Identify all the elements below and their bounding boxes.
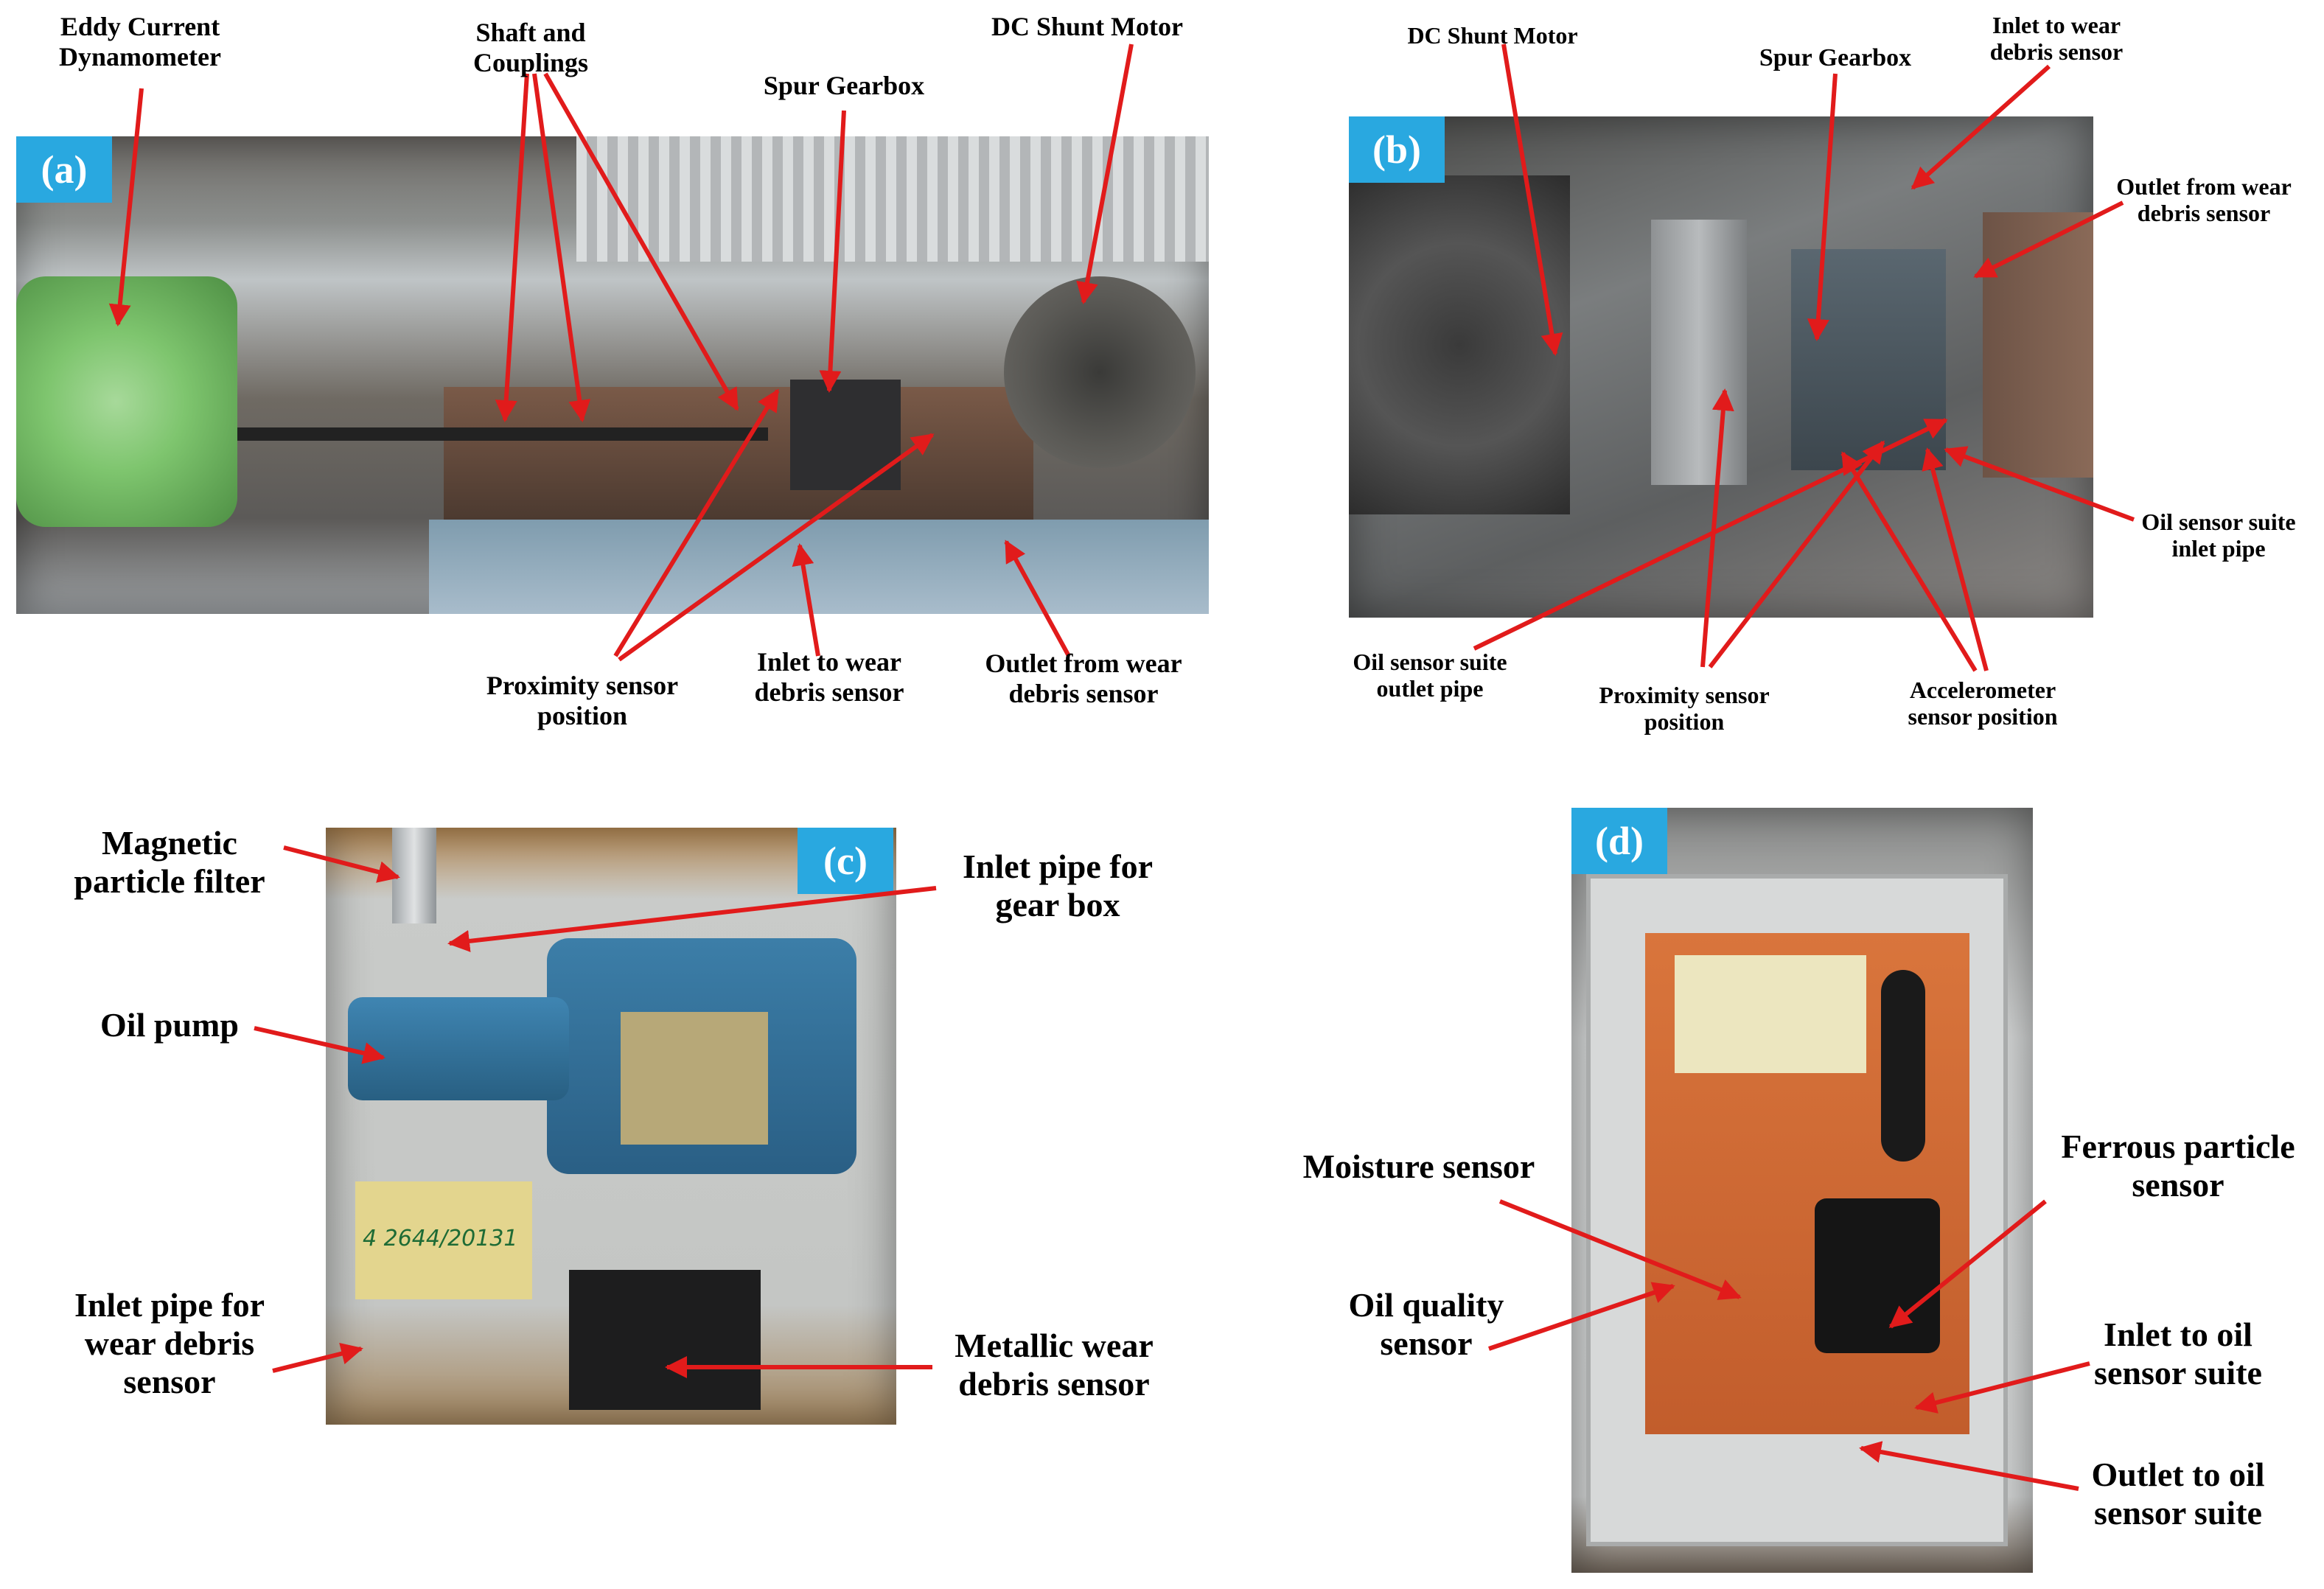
- panel-tag-c: (c): [798, 828, 893, 894]
- label-d-outlet-suite: Outlet to oil sensor suite: [2091, 1456, 2265, 1532]
- arrow-b-prox-2: [1708, 440, 1885, 668]
- arrow-a-outlet: [1004, 539, 1071, 657]
- arrow-b-inlet: [1911, 64, 2051, 190]
- label-b-inlet: Inlet to wear debris sensor: [1989, 12, 2124, 66]
- arrow-c-inlet-gearbox: [447, 886, 937, 952]
- arrow-d-moisture: [1498, 1199, 1742, 1300]
- arrow-d-outlet-suite: [1859, 1441, 2079, 1491]
- arrow-c-filter: [283, 845, 400, 883]
- label-a-dynamometer: Eddy Current Dynamometer: [59, 12, 221, 71]
- label-b-dc-shunt-motor: DC Shunt Motor: [1407, 22, 1578, 49]
- motor-fan: [1004, 276, 1196, 468]
- label-d-inlet-suite: Inlet to oil sensor suite: [2094, 1316, 2262, 1391]
- rust-block: [1983, 212, 2093, 478]
- label-c-metallic-wear: Metallic wear debris sensor: [955, 1327, 1154, 1403]
- label-c-magnetic-filter: Magnetic particle filter: [74, 824, 265, 900]
- label-b-proximity: Proximity sensor position: [1599, 682, 1770, 736]
- label-b-suite-inlet: Oil sensor suite inlet pipe: [2141, 509, 2296, 562]
- label-a-inlet: Inlet to wear debris sensor: [754, 647, 904, 707]
- label-a-proximity: Proximity sensor position: [486, 671, 679, 730]
- black-cylinder: [1881, 970, 1925, 1162]
- label-c-inlet-wear: Inlet pipe for wear debris sensor: [74, 1286, 265, 1400]
- shaft: [237, 427, 768, 441]
- arrow-b-accel-2: [1922, 447, 1989, 671]
- label-a-dc-shunt-motor: DC Shunt Motor: [991, 12, 1183, 41]
- arrow-a-prox-2: [618, 433, 935, 662]
- label-a-shaft-couplings: Shaft and Couplings: [472, 18, 589, 77]
- arrow-b-accel-1: [1840, 451, 1978, 672]
- junction-box: [1675, 955, 1866, 1073]
- arrow-a-prox-1: [613, 388, 780, 657]
- arrow-b-motor: [1501, 43, 1563, 356]
- arrow-b-outlet: [1973, 200, 2124, 279]
- bearing-block: [1651, 220, 1747, 485]
- label-d-moisture: Moisture sensor: [1302, 1148, 1535, 1185]
- panel-tag-b: (b): [1349, 116, 1445, 183]
- arrow-a-dynamometer: [108, 88, 144, 326]
- ferrous-sensor-body: [1815, 1198, 1940, 1353]
- label-b-spur-gearbox: Spur Gearbox: [1759, 44, 1912, 71]
- arrow-b-suite-inlet: [1944, 446, 2135, 522]
- label-a-spur-gearbox: Spur Gearbox: [763, 71, 925, 100]
- arrow-c-inlet-wear: [272, 1342, 363, 1373]
- panel-tag-d: (d): [1571, 808, 1667, 874]
- arrow-b-spur: [1807, 73, 1838, 341]
- arrow-a-inlet: [792, 543, 820, 657]
- arrow-a-shaft-2: [532, 73, 591, 422]
- label-b-accelerometer: Accelerometer sensor position: [1908, 677, 2058, 730]
- arrow-c-pump: [254, 1026, 385, 1064]
- arrow-a-shaft-1: [495, 73, 529, 422]
- photo-b: (b): [1349, 116, 2093, 618]
- arrow-a-motor: [1076, 43, 1134, 304]
- wear-debris-sensor-box: [569, 1270, 761, 1410]
- arrow-b-prox-1: [1700, 388, 1734, 668]
- handwritten-tag: 4 2644/20131: [363, 1226, 518, 1251]
- label-c-inlet-gearbox: Inlet pipe for gear box: [962, 848, 1154, 923]
- panel-tag-a: (a): [16, 136, 112, 203]
- arrow-d-ferrous: [1888, 1199, 2047, 1329]
- yellow-box: [355, 1181, 532, 1299]
- nameplate: [621, 1012, 768, 1145]
- label-a-outlet: Outlet from wear debris sensor: [985, 649, 1182, 708]
- photo-d: (d): [1571, 808, 2033, 1573]
- arrow-a-shaft-3: [543, 72, 739, 411]
- label-d-oil-quality: Oil quality sensor: [1348, 1286, 1504, 1362]
- label-b-suite-outlet: Oil sensor suite outlet pipe: [1353, 649, 1507, 702]
- arrow-a-spur: [819, 110, 846, 393]
- blue-base: [429, 520, 1209, 614]
- label-d-ferrous: Ferrous particle sensor: [2061, 1128, 2295, 1204]
- label-c-oil-pump: Oil pump: [100, 1006, 239, 1044]
- photo-a: (a): [16, 136, 1209, 614]
- label-b-outlet: Outlet from wear debris sensor: [2116, 173, 2292, 227]
- arrow-d-inlet-suite: [1914, 1361, 2090, 1414]
- arrow-d-oil-quality: [1488, 1282, 1675, 1351]
